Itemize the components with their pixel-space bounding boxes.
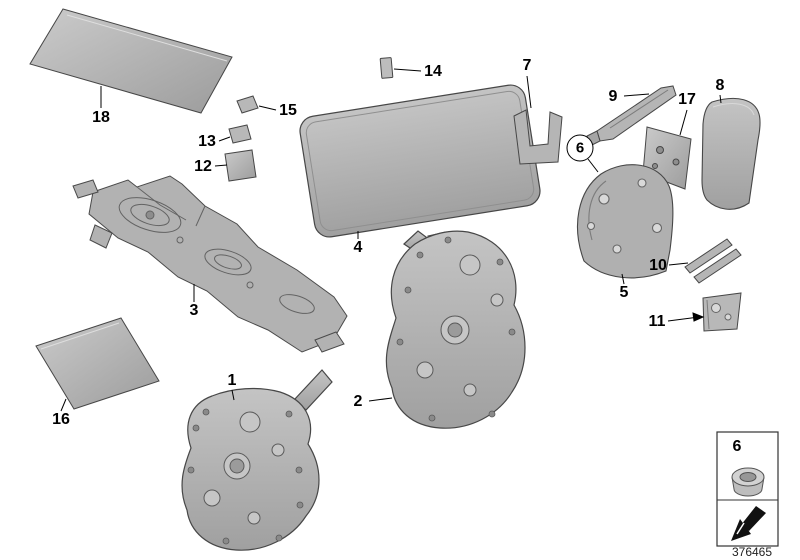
part-15-shape (236, 95, 259, 114)
part-label-15[interactable]: 15 (279, 102, 297, 119)
grommet-icon (731, 467, 765, 497)
part-11-shape (702, 292, 742, 332)
part-label-5[interactable]: 5 (619, 284, 629, 301)
part-label-18[interactable]: 18 (92, 109, 110, 126)
part-4-shape (299, 84, 541, 248)
part-2-shape (385, 230, 526, 429)
part-10-shape (684, 238, 742, 284)
part-label-4[interactable]: 4 (353, 239, 363, 256)
part-label-9[interactable]: 9 (608, 88, 618, 105)
part-label-7[interactable]: 7 (522, 57, 532, 74)
part-8-shape (701, 97, 761, 210)
part-label-12[interactable]: 12 (194, 158, 212, 175)
part-7-shape (513, 109, 563, 165)
part-label-16[interactable]: 16 (52, 411, 70, 428)
part-label-17[interactable]: 17 (678, 91, 696, 108)
leader-lines (60, 68, 722, 412)
part-label-14[interactable]: 14 (424, 63, 442, 80)
part-label-11[interactable]: 11 (648, 313, 666, 330)
part-16-shape (35, 317, 160, 410)
part-3-shape (72, 175, 348, 353)
part-label-13[interactable]: 13 (198, 133, 216, 150)
part-label-3[interactable]: 3 (189, 302, 199, 319)
part-label-6-callout[interactable]: 6 (566, 134, 594, 162)
part-1-shape (181, 369, 333, 551)
diagram-number: 376465 (731, 545, 773, 559)
part-label-10[interactable]: 10 (649, 257, 667, 274)
legend-box[interactable] (716, 431, 779, 547)
part-5-shape (577, 164, 674, 279)
part-18-shape (29, 8, 233, 114)
part-9-shape (586, 85, 677, 147)
part-12-shape (224, 149, 257, 182)
part-14-shape (379, 57, 394, 79)
part-label-8[interactable]: 8 (715, 77, 725, 94)
legend-part-number[interactable]: 6 (732, 438, 742, 455)
direction-arrow-icon (731, 506, 766, 541)
part-label-1[interactable]: 1 (227, 372, 237, 389)
part-label-2[interactable]: 2 (353, 393, 363, 410)
part-13-shape (228, 124, 252, 144)
